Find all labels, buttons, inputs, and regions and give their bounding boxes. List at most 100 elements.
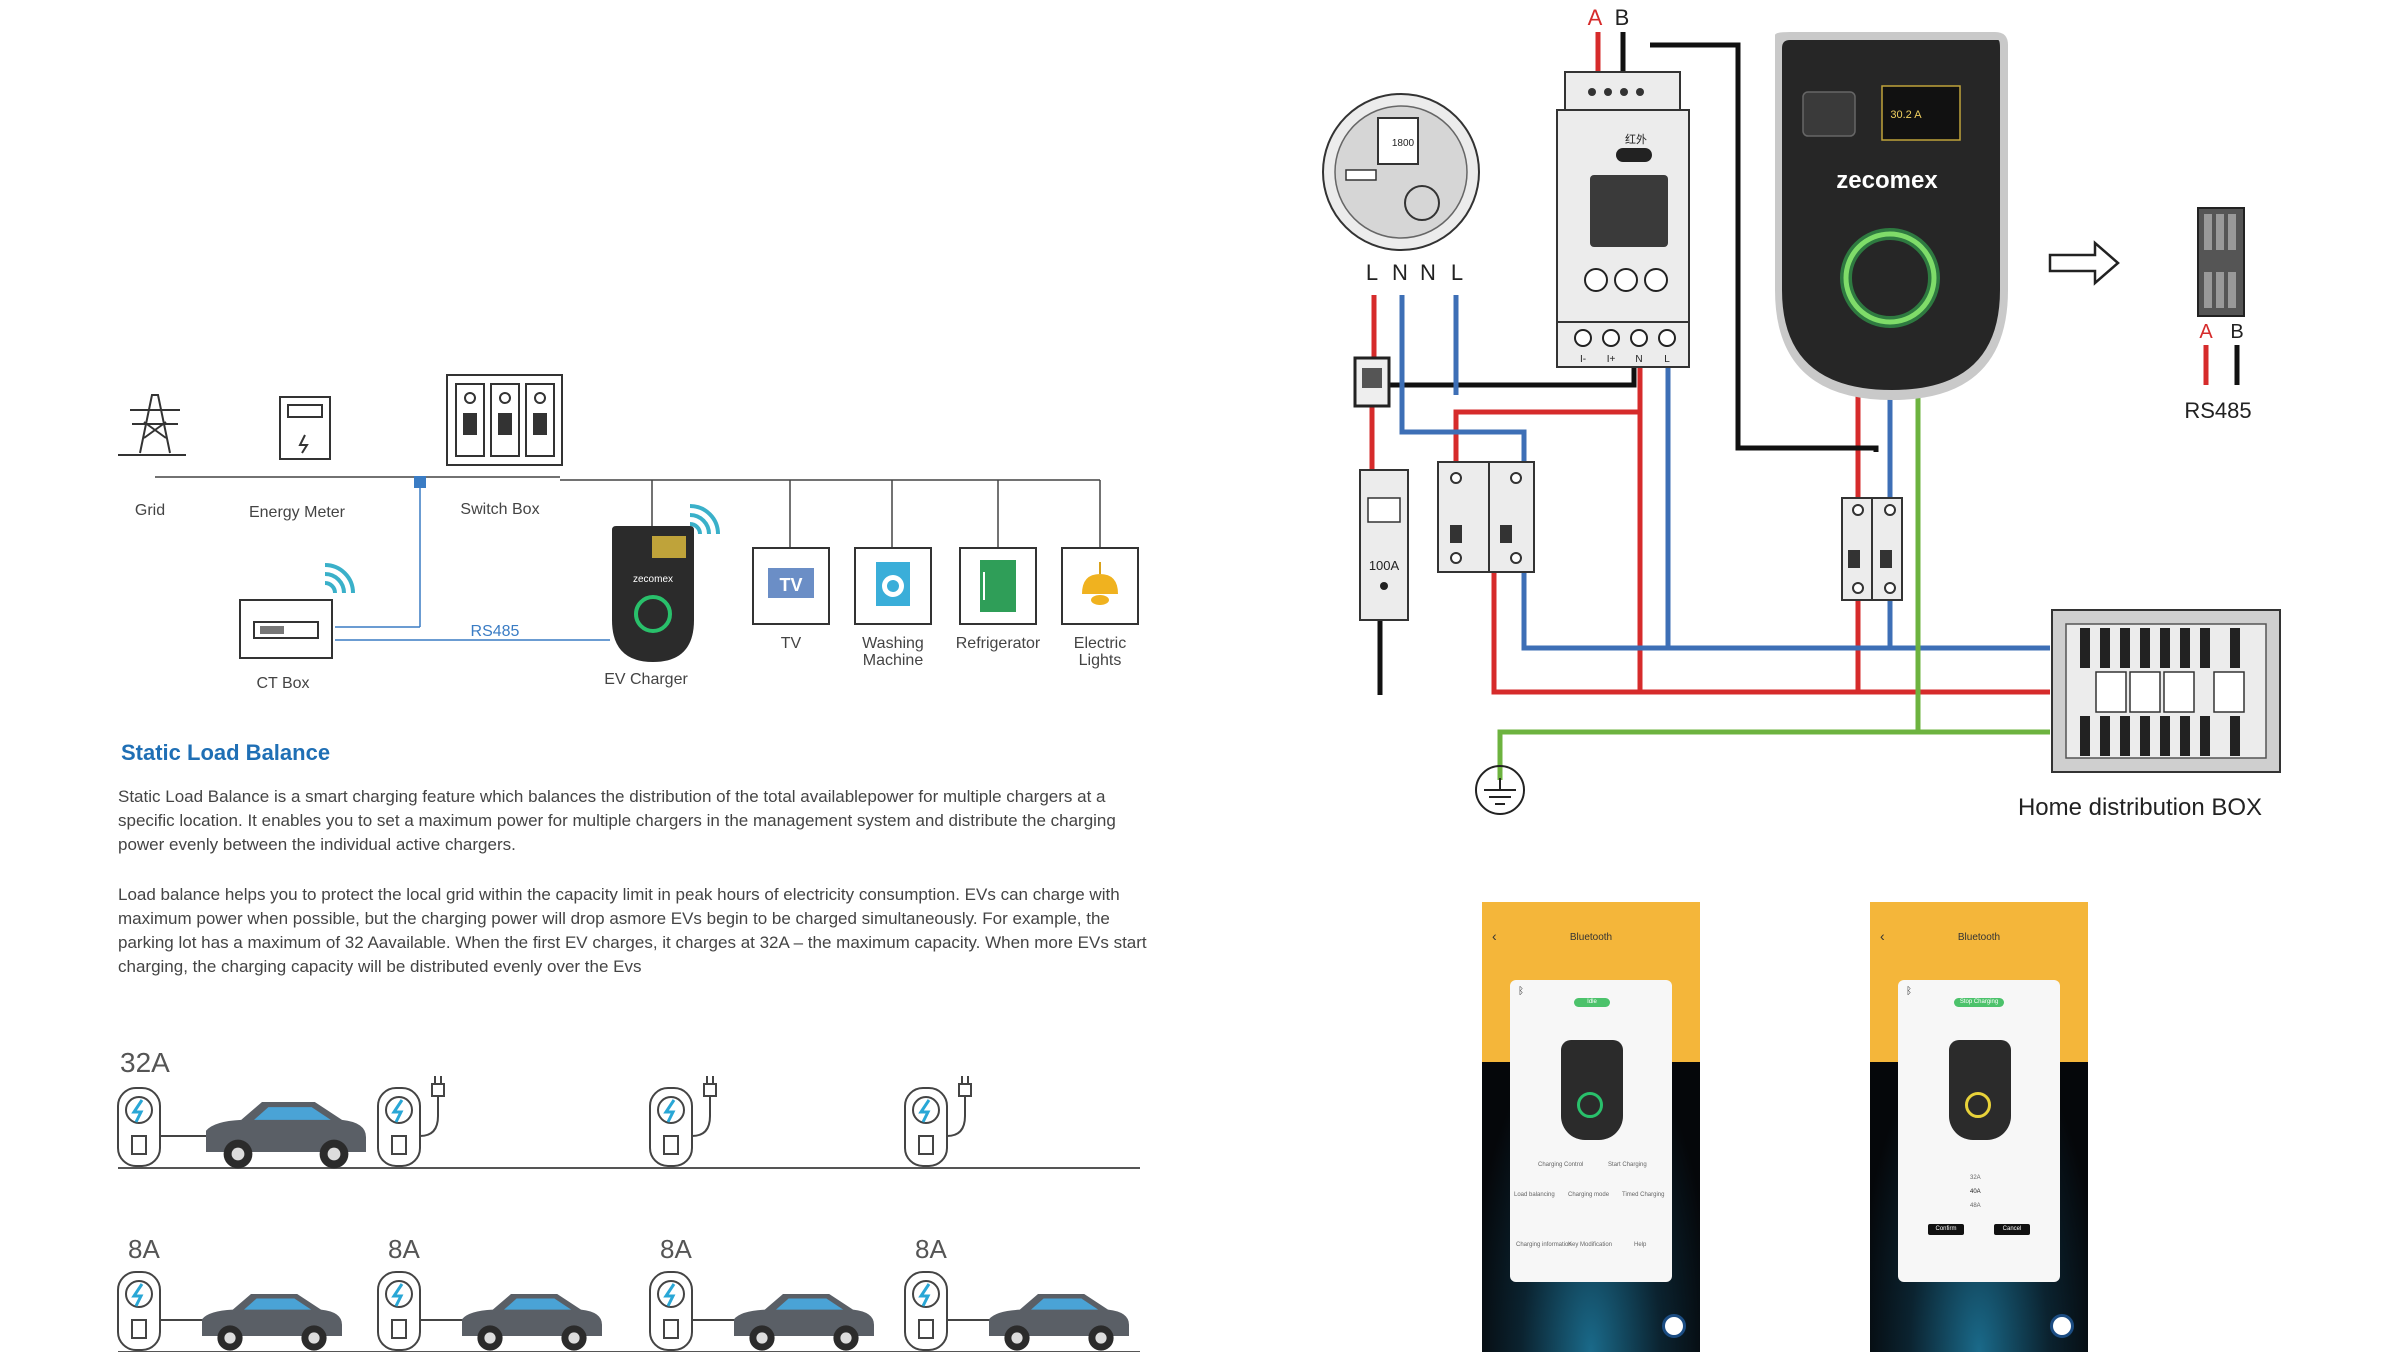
charging-station-icon bbox=[377, 1271, 421, 1351]
system-diagram: Grid Energy Meter Switch Box bbox=[118, 374, 1139, 692]
back-icon[interactable]: ‹ bbox=[1880, 928, 1885, 944]
charger-image bbox=[1949, 1040, 2011, 1140]
din-term-4: L bbox=[1664, 354, 1670, 365]
din-term-2: I+ bbox=[1607, 354, 1616, 365]
ground-icon bbox=[1475, 765, 1525, 815]
bluetooth-icon: ᛒ bbox=[1518, 986, 1524, 997]
app-screenshot-2: ‹ Bluetooth ᛒ Stop Charging 32A 40A 48A … bbox=[1870, 902, 2088, 1352]
charger-image bbox=[1561, 1040, 1623, 1140]
connector-b-label: B bbox=[2230, 321, 2243, 343]
ct-box-label: CT Box bbox=[256, 675, 309, 692]
tv-label: TV bbox=[781, 635, 802, 652]
rs-a-top: A bbox=[1588, 5, 1603, 30]
home-box-label: Home distribution BOX bbox=[2018, 794, 2262, 821]
switch-box-label: Switch Box bbox=[460, 501, 539, 518]
confirm-button[interactable]: Confirm bbox=[1928, 1224, 1964, 1235]
car-icon bbox=[206, 1102, 366, 1169]
energy-meter-label: Energy Meter bbox=[249, 504, 346, 521]
arrow-right-icon bbox=[2048, 240, 2120, 286]
refrigerator-icon bbox=[959, 547, 1037, 625]
paragraph-1: Static Load Balance is a smart charging … bbox=[118, 787, 1116, 854]
cable-plug-icon bbox=[691, 1076, 717, 1137]
wires-blue bbox=[1399, 295, 2050, 651]
back-icon[interactable]: ‹ bbox=[1492, 928, 1497, 944]
rs485-connector-icon bbox=[2197, 207, 2245, 317]
connector-a-label: A bbox=[2199, 321, 2213, 343]
din-term-1: I- bbox=[1580, 354, 1586, 365]
ct-link-lines bbox=[335, 482, 610, 641]
charging-station-icon bbox=[117, 1087, 161, 1167]
current-option-2[interactable]: 40A bbox=[1970, 1189, 1981, 1195]
option-3[interactable]: Timed Charging bbox=[1622, 1192, 1665, 1198]
row2-amperage: 8A bbox=[128, 1234, 160, 1264]
din-meter-icon: 红外 I- I+ N L bbox=[1556, 71, 1690, 368]
energy-meter-icon bbox=[279, 396, 331, 460]
option-2[interactable]: Charging mode bbox=[1568, 1192, 1610, 1198]
rs485-label: RS485 bbox=[471, 623, 520, 640]
status-pill: Stop Charging bbox=[1954, 998, 2004, 1007]
current-option-3[interactable]: 48A bbox=[1970, 1203, 1981, 1209]
tv-screen-text: TV bbox=[779, 575, 802, 595]
charging-control-label[interactable]: Charging Control bbox=[1538, 1162, 1584, 1168]
rs-b-top: B bbox=[1615, 5, 1630, 30]
cable-plug-icon bbox=[419, 1076, 445, 1137]
refrigerator-label: Refrigerator bbox=[956, 635, 1041, 652]
charging-station-icon bbox=[649, 1271, 693, 1351]
home-distribution-box-icon bbox=[2051, 609, 2281, 773]
bluetooth-icon: ᛒ bbox=[1906, 986, 1912, 997]
tv-icon: TV bbox=[752, 547, 830, 625]
meter-term-2: N bbox=[1392, 260, 1408, 285]
washing-label-line1: Washing bbox=[862, 635, 924, 652]
main-breaker-icon: 100A bbox=[1359, 469, 1409, 621]
wiring-diagram: A B bbox=[1322, 5, 2281, 821]
charging-station-icon bbox=[904, 1271, 948, 1351]
lights-label-line1: Electric bbox=[1074, 635, 1126, 652]
breaker-rating: 100A bbox=[1369, 558, 1400, 573]
ev-charger-label: EV Charger bbox=[604, 671, 688, 688]
option-1[interactable]: Load balancing bbox=[1514, 1192, 1555, 1198]
paragraph-2: Load balance helps you to protect the lo… bbox=[118, 885, 1147, 976]
car-icon bbox=[202, 1294, 342, 1351]
washing-machine-icon bbox=[854, 547, 932, 625]
grid-label: Grid bbox=[135, 502, 165, 519]
charger-ring bbox=[1577, 1092, 1603, 1118]
bus-lines bbox=[155, 476, 1101, 548]
app-title: Bluetooth bbox=[1957, 932, 2001, 943]
ct-box-icon bbox=[239, 599, 333, 659]
cancel-button[interactable]: Cancel bbox=[1994, 1224, 2030, 1235]
car-icon bbox=[462, 1294, 602, 1351]
double-breaker-1-icon bbox=[1437, 461, 1535, 573]
more-2[interactable]: Key Modification bbox=[1568, 1242, 1613, 1248]
ct-clamp-icon bbox=[1353, 356, 1391, 408]
cable-plug-icon bbox=[946, 1076, 972, 1137]
row1-stations bbox=[117, 1076, 972, 1169]
wires-black bbox=[1372, 32, 1879, 695]
wallbox-charger-icon: 30.2 A zecomex bbox=[1775, 32, 2008, 400]
more-1[interactable]: Charging information bbox=[1516, 1242, 1572, 1248]
switch-box-icon bbox=[446, 374, 563, 466]
current-option-1[interactable]: 32A bbox=[1970, 1175, 1981, 1181]
meter-term-3: N bbox=[1420, 260, 1436, 285]
row2-amperage: 8A bbox=[660, 1234, 692, 1264]
more-3[interactable]: Help bbox=[1634, 1242, 1647, 1248]
charging-station-icon bbox=[904, 1087, 948, 1167]
section-title: Static Load Balance bbox=[121, 740, 331, 765]
washing-label-line2: Machine bbox=[863, 652, 924, 669]
app-screenshot-1: ‹ Bluetooth ᛒ Idle Charging Control Star… bbox=[1482, 902, 1700, 1352]
settings-gear-icon[interactable] bbox=[1662, 1314, 1686, 1338]
app-card: ᛒ Idle Charging Control Start Charging L… bbox=[1510, 980, 1672, 1282]
car-icon bbox=[734, 1294, 874, 1351]
settings-gear-icon[interactable] bbox=[2050, 1314, 2074, 1338]
row2-amperage: 8A bbox=[388, 1234, 420, 1264]
lights-label-line2: Lights bbox=[1079, 652, 1122, 669]
car-icon bbox=[989, 1294, 1129, 1351]
row1-amperage: 32A bbox=[120, 1047, 170, 1078]
ev-charger-icon: zecomex bbox=[612, 526, 694, 662]
kwh-meter-icon: 1800 bbox=[1322, 93, 1480, 251]
wires-green bbox=[1497, 395, 2050, 780]
grid-tower-icon bbox=[118, 394, 186, 456]
start-charging-label[interactable]: Start Charging bbox=[1608, 1162, 1647, 1168]
din-term-3: N bbox=[1635, 354, 1642, 365]
